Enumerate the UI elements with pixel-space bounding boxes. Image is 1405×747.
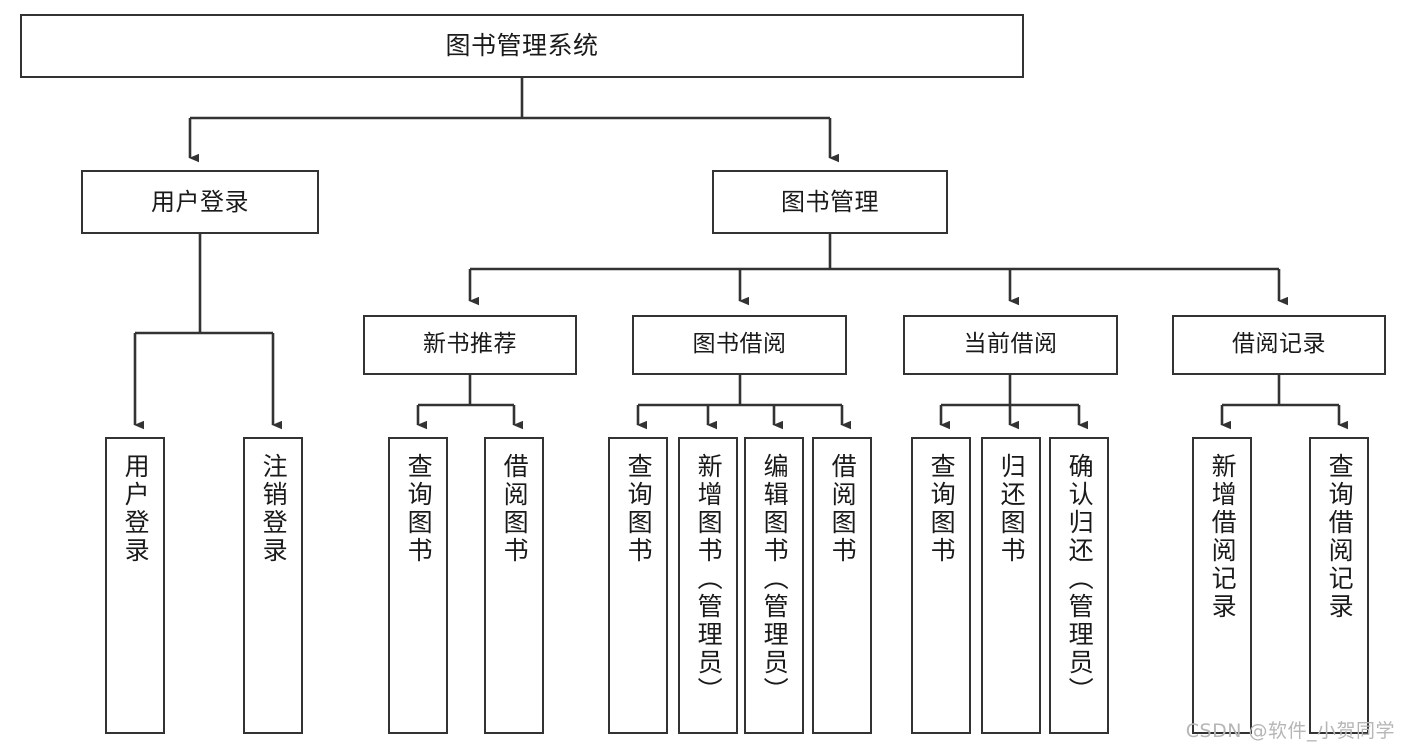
node-new-book-recommendation[interactable]: 新书推荐	[363, 315, 577, 375]
leaf-user-login-logout[interactable]: 注销登录	[243, 437, 303, 734]
node-label: 图书借阅	[692, 331, 787, 358]
leaf-user-login-login[interactable]: 用户登录	[105, 437, 165, 734]
leaf-new-book-query-books[interactable]: 查询图书	[388, 437, 448, 734]
node-label: 查询图书	[927, 453, 957, 565]
leaf-borrow-record-query-record[interactable]: 查询借阅记录	[1309, 437, 1369, 734]
leaf-current-borrow-query-books[interactable]: 查询图书	[911, 437, 971, 734]
leaf-new-book-borrow-books[interactable]: 借阅图书	[484, 437, 544, 734]
node-label: 借阅图书	[500, 453, 530, 565]
node-label: 借阅图书	[828, 453, 858, 565]
node-label: 查询图书	[404, 453, 434, 565]
node-book-management[interactable]: 图书管理	[712, 170, 948, 234]
watermark: CSDN @软件_小贺同学	[1185, 720, 1395, 742]
node-label: 新增图书（管理员）	[694, 453, 724, 705]
node-label: 归还图书	[997, 453, 1027, 565]
node-borrowing-record[interactable]: 借阅记录	[1172, 315, 1386, 375]
node-label: 用户登录	[121, 453, 151, 565]
leaf-book-borrow-edit-book-admin[interactable]: 编辑图书（管理员）	[744, 437, 804, 734]
node-user-login[interactable]: 用户登录	[81, 170, 319, 234]
leaf-borrow-record-add-record[interactable]: 新增借阅记录	[1192, 437, 1252, 734]
leaf-book-borrow-query-books[interactable]: 查询图书	[608, 437, 668, 734]
node-label: 确认归还（管理员）	[1065, 453, 1095, 705]
node-label: 新增借阅记录	[1208, 453, 1238, 621]
leaf-book-borrow-borrow-books[interactable]: 借阅图书	[812, 437, 872, 734]
leaf-book-borrow-add-book-admin[interactable]: 新增图书（管理员）	[678, 437, 738, 734]
node-label: 新书推荐	[423, 331, 517, 358]
leaf-current-borrow-confirm-return-admin[interactable]: 确认归还（管理员）	[1049, 437, 1109, 734]
node-label: 用户登录	[151, 187, 249, 216]
node-label: 编辑图书（管理员）	[760, 453, 790, 705]
node-label: 图书管理	[781, 187, 879, 216]
node-current-borrowing[interactable]: 当前借阅	[903, 315, 1118, 375]
leaf-current-borrow-return-books[interactable]: 归还图书	[981, 437, 1041, 734]
node-label: 图书管理系统	[445, 31, 599, 61]
node-label: 查询图书	[624, 453, 654, 565]
node-label: 借阅记录	[1232, 331, 1326, 358]
node-label: 当前借阅	[963, 331, 1058, 358]
node-label: 注销登录	[259, 453, 289, 565]
node-label: 查询借阅记录	[1325, 453, 1355, 621]
node-book-borrowing[interactable]: 图书借阅	[632, 315, 847, 375]
node-root-book-management-system[interactable]: 图书管理系统	[20, 14, 1024, 78]
